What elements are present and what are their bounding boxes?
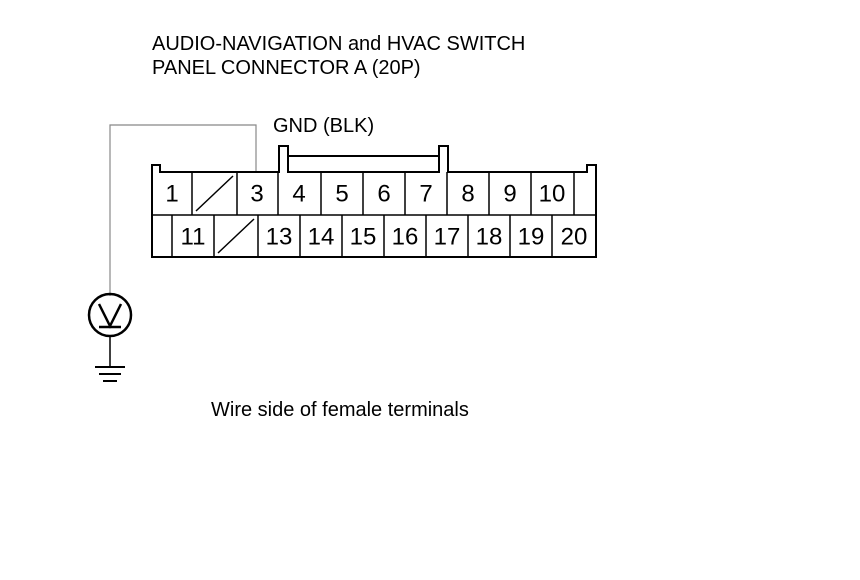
voltmeter-icon — [87, 292, 133, 338]
terminal-17: 17 — [434, 224, 461, 251]
empty-slot-2-slash — [195, 175, 234, 212]
terminal-19: 19 — [518, 224, 545, 251]
terminal-1: 1 — [165, 181, 178, 208]
terminal-20: 20 — [561, 224, 588, 251]
terminal-13: 13 — [266, 224, 293, 251]
diagram-title: AUDIO-NAVIGATION and HVAC SWITCH PANEL C… — [152, 32, 525, 80]
empty-slot-12-slash — [217, 218, 255, 254]
terminal-8: 8 — [461, 181, 474, 208]
terminal-7: 7 — [419, 181, 432, 208]
terminal-16: 16 — [392, 224, 419, 251]
terminal-4: 4 — [292, 181, 305, 208]
terminal-18: 18 — [476, 224, 503, 251]
ground-label: GND (BLK) — [273, 115, 375, 137]
connector-housing — [151, 145, 597, 258]
terminal-9: 9 — [503, 181, 516, 208]
probe-wire — [109, 124, 257, 296]
terminal-14: 14 — [308, 224, 335, 251]
terminal-11: 11 — [181, 224, 206, 251]
title-line-2: PANEL CONNECTOR A (20P) — [152, 57, 421, 79]
terminal-6: 6 — [377, 181, 390, 208]
row1-dividers — [191, 172, 575, 215]
wire-side-caption: Wire side of female terminals — [211, 399, 469, 421]
ground-symbol-icon — [95, 366, 125, 382]
row1-labels: 1 3 4 5 6 7 8 9 10 — [165, 181, 565, 208]
terminal-3: 3 — [250, 181, 263, 208]
row2-labels: 11 13 14 15 16 17 18 19 20 — [181, 224, 588, 251]
title-line-1: AUDIO-NAVIGATION and HVAC SWITCH — [152, 33, 526, 55]
terminal-10: 10 — [539, 181, 566, 208]
terminal-15: 15 — [350, 224, 377, 251]
row2-dividers — [171, 215, 553, 257]
terminal-5: 5 — [335, 181, 348, 208]
